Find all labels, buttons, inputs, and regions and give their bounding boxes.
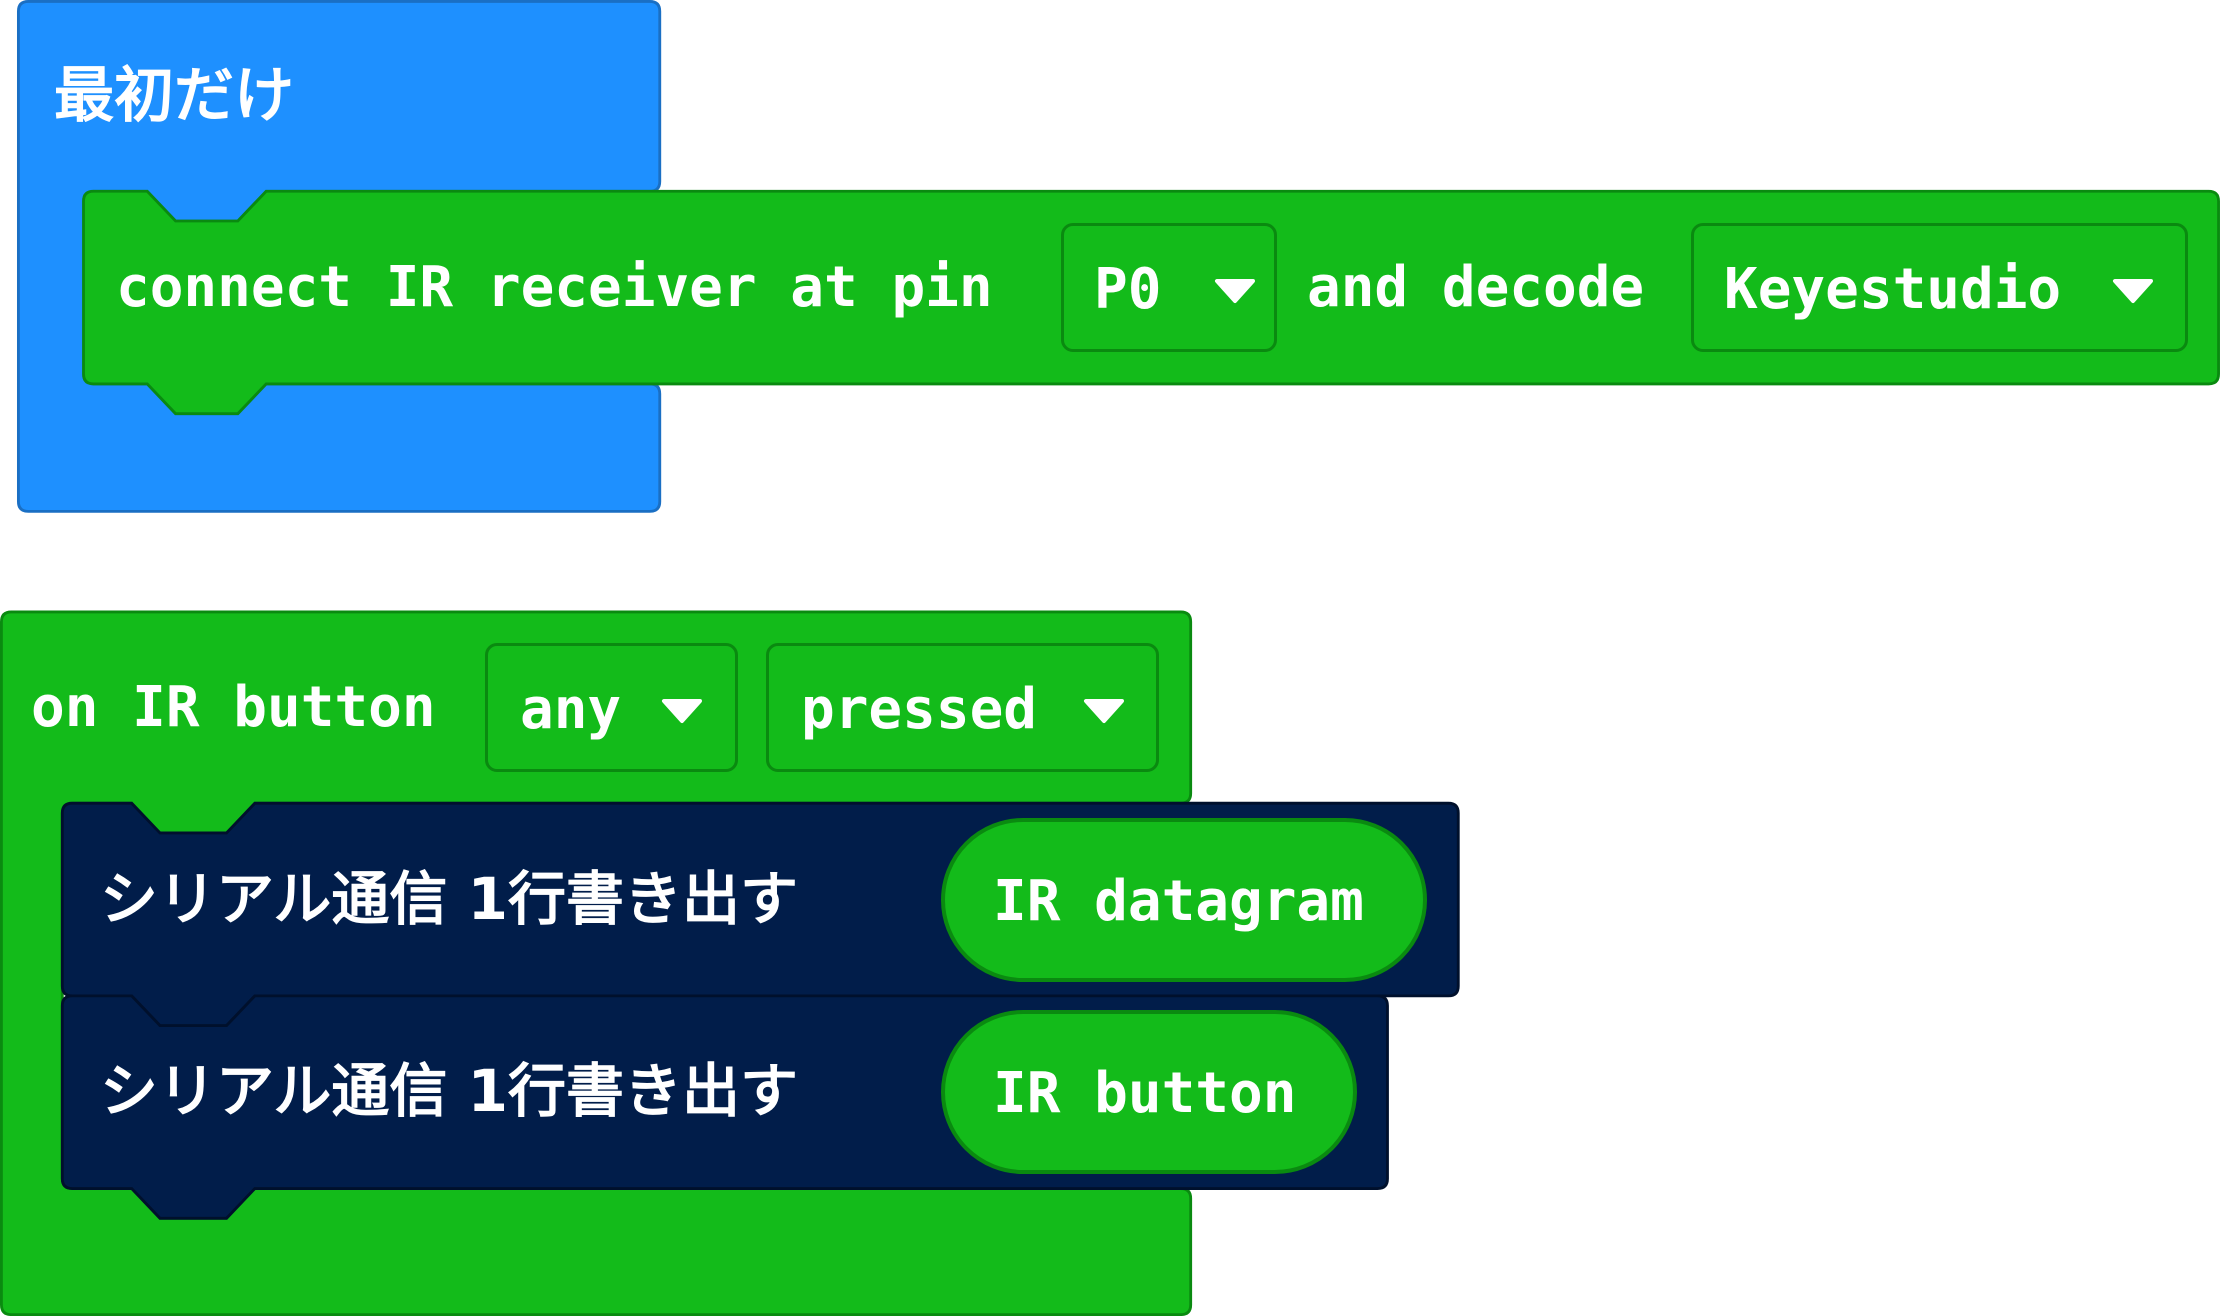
serial-write-label-1: シリアル通信 1行書き出す <box>100 865 798 933</box>
decoder-dropdown[interactable]: Keyestudio <box>1691 223 2188 352</box>
connect-ir-label: connect IR receiver at pin <box>116 255 993 320</box>
pin-dropdown[interactable]: P0 <box>1061 223 1277 352</box>
ir-datagram-label: IR datagram <box>993 869 1364 934</box>
serial-write-label-2: シリアル通信 1行書き出す <box>100 1057 798 1125</box>
ir-button-reporter[interactable]: IR button <box>941 1010 1357 1174</box>
action-dropdown[interactable]: pressed <box>766 643 1159 772</box>
on-start-label: 最初だけ <box>54 61 294 131</box>
on-ir-button-label: on IR button <box>31 675 436 740</box>
ir-datagram-reporter[interactable]: IR datagram <box>941 818 1427 982</box>
and-decode-label: and decode <box>1307 255 1645 320</box>
button-dropdown[interactable]: any <box>485 643 738 772</box>
action-dropdown-value: pressed <box>801 677 1038 742</box>
button-dropdown-value: any <box>520 677 622 742</box>
ir-button-label: IR button <box>993 1061 1297 1126</box>
decoder-dropdown-value: Keyestudio <box>1724 257 2062 322</box>
pin-dropdown-value: P0 <box>1094 257 1162 322</box>
